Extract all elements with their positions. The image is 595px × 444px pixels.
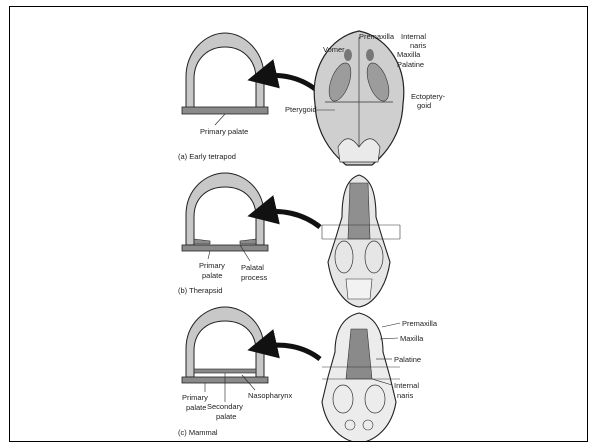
- panel-therapsid: Primary palate Palatal process (b) Thera…: [178, 173, 400, 307]
- label-primary-palate-a: Primary palate: [200, 127, 248, 136]
- skull-therapsid: [322, 175, 400, 307]
- label-palate-c1: palate: [186, 403, 206, 412]
- label-secondary-c: Secondary: [207, 402, 243, 411]
- label-internal-c: Internal: [394, 381, 419, 390]
- caption-a: (a) Early tetrapod: [178, 152, 236, 161]
- label-naris-a: naris: [410, 41, 427, 50]
- label-nasopharynx: Nasopharynx: [248, 391, 292, 400]
- caption-b: (b) Therapsid: [178, 286, 222, 295]
- label-maxilla-a: Maxilla: [397, 50, 421, 59]
- panel-mammal: Primary palate Secondary palate Nasophar…: [178, 307, 438, 441]
- label-premaxilla-a: Premaxilla: [359, 32, 395, 41]
- label-pterygoid: Pterygoid: [285, 105, 317, 114]
- arrow-a: [262, 76, 320, 93]
- label-naris-c: naris: [397, 391, 414, 400]
- label-vomer: Vomer: [323, 45, 345, 54]
- cross-section-a: Primary palate: [182, 33, 268, 136]
- label-primary-b: Primary: [199, 261, 225, 270]
- panel-early-tetrapod: Primary palate (a) Early tetrapod Vomer …: [178, 31, 446, 165]
- caption-c: (c) Mammal: [178, 428, 218, 437]
- label-maxilla-c: Maxilla: [400, 334, 424, 343]
- label-palatal-b: Palatal: [241, 263, 264, 272]
- cross-section-b: Primary palate Palatal process: [182, 173, 268, 282]
- skull-mammal: [322, 313, 400, 441]
- label-ectopterygoid-2: goid: [417, 101, 431, 110]
- label-palatine-a: Palatine: [397, 60, 424, 69]
- label-palatine-c: Palatine: [394, 355, 421, 364]
- figure-slide: Primary palate (a) Early tetrapod Vomer …: [9, 6, 588, 442]
- label-palate-c2: palate: [216, 412, 236, 421]
- label-premaxilla-c: Premaxilla: [402, 319, 438, 328]
- arrow-b: [262, 212, 320, 227]
- label-palate-b: palate: [202, 271, 222, 280]
- palate-evolution-diagram: Primary palate (a) Early tetrapod Vomer …: [10, 7, 587, 441]
- label-primary-c: Primary: [182, 393, 208, 402]
- arrow-c: [262, 345, 320, 359]
- label-ectopterygoid-1: Ectoptery-: [411, 92, 446, 101]
- label-process-b: process: [241, 273, 268, 282]
- cross-section-c: Primary palate Secondary palate Nasophar…: [182, 307, 292, 421]
- label-internal-a: Internal: [401, 32, 426, 41]
